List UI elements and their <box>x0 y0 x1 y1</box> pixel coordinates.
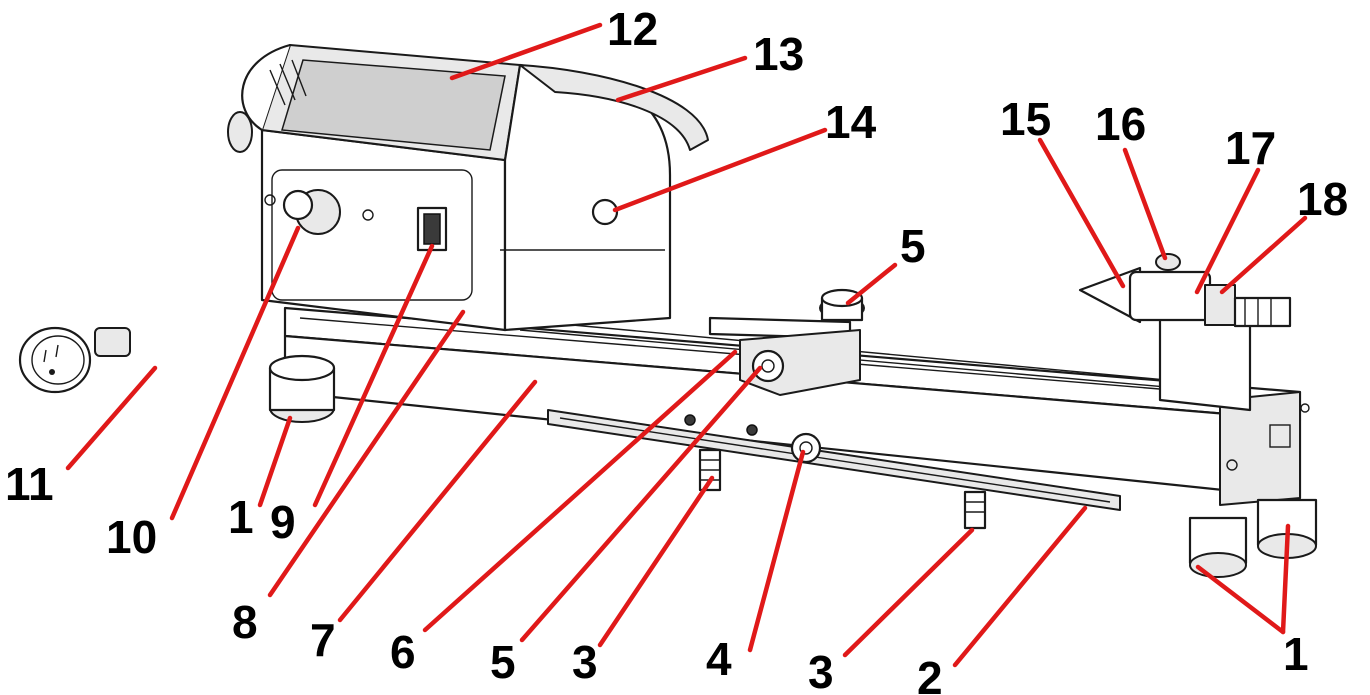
callout-11: 11 <box>5 458 54 510</box>
leader-4 <box>747 449 806 653</box>
threaded-spindle <box>1233 296 1292 328</box>
leader-1-right-a <box>1195 564 1286 635</box>
callout-4: 4 <box>706 633 732 685</box>
drive-spur <box>591 198 619 226</box>
callout-2: 2 <box>917 652 943 695</box>
callout-labels: 12 13 14 15 16 17 18 5 11 10 1 9 8 7 6 5… <box>5 3 1348 695</box>
callout-14: 14 <box>825 96 877 148</box>
leader-17 <box>1194 167 1261 295</box>
tool-rest-knob <box>751 349 785 383</box>
leader-18 <box>1219 215 1308 295</box>
tailstock <box>1078 253 1318 578</box>
callout-1-left: 1 <box>228 491 254 543</box>
callout-15: 15 <box>1000 93 1051 145</box>
callout-5-bottom: 5 <box>490 636 516 688</box>
threaded-stud-right <box>963 490 987 530</box>
lock-knob <box>790 432 822 464</box>
leader-5-bottom <box>519 365 763 643</box>
callout-6: 6 <box>390 626 416 678</box>
callout-17: 17 <box>1225 122 1276 174</box>
leader-16 <box>1122 147 1168 261</box>
leader-15 <box>1037 137 1126 289</box>
leader-6 <box>422 349 738 633</box>
leader-3-left <box>597 475 715 648</box>
callout-12: 12 <box>607 3 658 55</box>
callout-10: 10 <box>106 511 157 563</box>
callout-5-top: 5 <box>900 220 926 272</box>
leader-1-left <box>257 415 293 508</box>
callout-3-right: 3 <box>808 646 834 695</box>
leader-lines <box>65 22 1308 668</box>
quill-lock <box>1155 253 1181 271</box>
leader-7 <box>337 379 538 623</box>
rail-screw <box>684 414 696 426</box>
leader-2 <box>952 505 1088 668</box>
callout-9: 9 <box>270 496 296 548</box>
callout-8: 8 <box>232 596 258 648</box>
callout-7: 7 <box>310 614 336 666</box>
leader-9 <box>312 243 435 508</box>
belt-cover <box>500 63 709 332</box>
leader-12 <box>449 22 603 81</box>
callout-1-right: 1 <box>1283 628 1309 680</box>
slide-rail <box>547 409 1121 511</box>
rail-screw <box>746 424 758 436</box>
leader-10 <box>169 225 301 521</box>
lathe-drawing <box>18 43 1318 578</box>
callout-13: 13 <box>753 28 804 80</box>
leader-14 <box>612 127 828 213</box>
plug-strain-relief <box>94 327 131 357</box>
leader-3-right <box>842 527 975 658</box>
leader-5-top <box>845 262 898 306</box>
leader-11 <box>65 365 158 471</box>
callout-3-left: 3 <box>572 636 598 688</box>
leader-1-right-b <box>1280 523 1291 635</box>
callout-16: 16 <box>1095 98 1146 150</box>
leader-13 <box>615 55 748 103</box>
power-plug <box>18 326 92 394</box>
power-cord <box>18 298 271 394</box>
leader-8 <box>267 309 466 598</box>
callout-18: 18 <box>1297 173 1348 225</box>
threaded-stud-left <box>698 448 722 492</box>
